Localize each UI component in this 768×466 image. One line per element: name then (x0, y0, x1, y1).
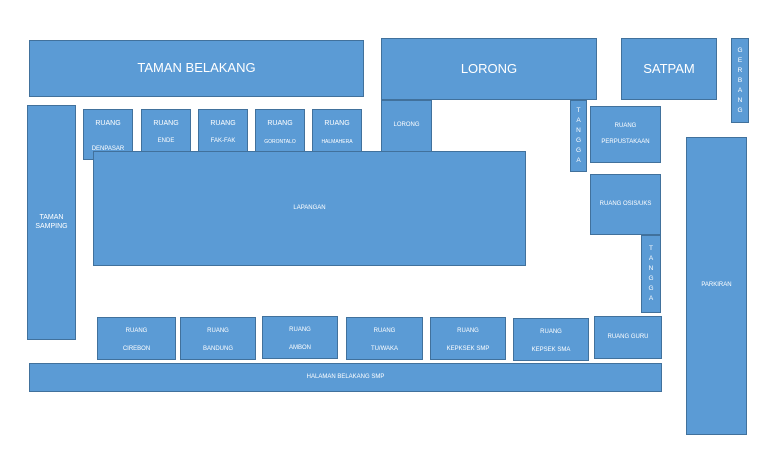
lorong-small-label: LORONG (393, 122, 420, 129)
taman-belakang: TAMAN BELAKANG (29, 40, 364, 97)
ruang-halmahera-line1: RUANG (324, 120, 350, 127)
lorong-top: LORONG (381, 38, 597, 100)
ruang-fakfak-line2: FAK-FAK (210, 137, 236, 144)
ruang-halmahera-line2: HALMAHERA (321, 138, 353, 145)
ruang-tuwaka-line2: TU/WAKA (370, 345, 399, 352)
ruang-bandung: RUANG BANDUNG (180, 317, 256, 360)
lapangan: LAPANGAN (93, 151, 526, 266)
ruang-kepksek-smp: RUANG KEPKSEK SMP (430, 317, 506, 360)
ruang-kepsek-sma-line1: RUANG (540, 329, 562, 335)
ruang-denpasar-line1: RUANG (95, 120, 121, 127)
ruang-kepsek-sma: RUANG KEPSEK SMA (513, 318, 589, 361)
ruang-perpustakaan: RUANG PERPUSTAKAAN (590, 106, 661, 163)
ruang-ende-line2: ENDE (157, 137, 175, 144)
lorong-small: LORONG (381, 100, 432, 152)
ruang-osis-uks-label: RUANG OSIS/UKS (599, 200, 652, 207)
gerbang-label: GERBANG (737, 46, 743, 114)
satpam: SATPAM (621, 38, 717, 100)
ruang-ambon: RUANG AMBON (262, 316, 338, 359)
parkiran-label: PARKIRAN (701, 282, 732, 289)
ruang-ambon-line1: RUANG (289, 327, 311, 333)
ruang-cirebon: RUANG CIREBON (97, 317, 176, 360)
ruang-ende: RUANG ENDE (141, 109, 191, 152)
ruang-gorontalo-line1: RUANG (267, 120, 293, 127)
ruang-cirebon-line1: RUANG (125, 328, 148, 334)
ruang-guru: RUANG GURU (594, 316, 662, 359)
tangga-2: TANGGA (641, 235, 661, 313)
tangga-1: TANGGA (570, 100, 587, 172)
ruang-guru-label: RUANG GURU (607, 333, 649, 340)
ruang-osis-uks: RUANG OSIS/UKS (590, 174, 661, 235)
taman-samping: TAMAN SAMPING (27, 105, 76, 340)
ruang-bandung-line2: BANDUNG (202, 345, 233, 352)
ruang-bandung-line1: RUANG (207, 328, 229, 334)
halaman-belakang-smp-label: HALAMAN BELAKANG SMP (306, 373, 385, 380)
tangga-2-label: TANGGA (648, 245, 654, 302)
ruang-kepksek-smp-line2: KEPKSEK SMP (446, 345, 490, 352)
taman-samping-line1: TAMAN (39, 213, 64, 221)
ruang-ambon-line2: AMBON (288, 344, 311, 351)
ruang-kepsek-sma-line2: KEPSEK SMA (531, 346, 571, 353)
lapangan-label: LAPANGAN (293, 204, 326, 211)
satpam-label: SATPAM (643, 60, 695, 76)
ruang-ende-line1: RUANG (153, 120, 179, 127)
ruang-gorontalo: RUANG GORONTALO (255, 109, 305, 152)
ruang-perpustakaan-line1: RUANG (614, 123, 637, 129)
lorong-top-label: LORONG (460, 60, 518, 76)
ruang-halmahera: RUANG HALMAHERA (312, 109, 362, 152)
ruang-denpasar-line2: DENPASAR (91, 145, 125, 152)
taman-belakang-label: TAMAN BELAKANG (137, 60, 256, 76)
ruang-tuwaka-line1: RUANG (373, 328, 396, 334)
tangga-1-label: TANGGA (575, 107, 582, 164)
ruang-fakfak: RUANG FAK-FAK (198, 109, 248, 152)
ruang-fakfak-line1: RUANG (210, 120, 236, 127)
parkiran: PARKIRAN (686, 137, 747, 435)
gerbang: GERBANG (731, 38, 749, 123)
ruang-tuwaka: RUANG TU/WAKA (346, 317, 423, 360)
taman-samping-line2: SAMPING (35, 222, 68, 230)
ruang-gorontalo-line2: GORONTALO (264, 138, 296, 145)
ruang-cirebon-line2: CIREBON (122, 345, 151, 352)
halaman-belakang-smp: HALAMAN BELAKANG SMP (29, 363, 662, 392)
ruang-perpustakaan-line2: PERPUSTAKAAN (601, 138, 650, 145)
ruang-kepksek-smp-line1: RUANG (457, 328, 479, 334)
